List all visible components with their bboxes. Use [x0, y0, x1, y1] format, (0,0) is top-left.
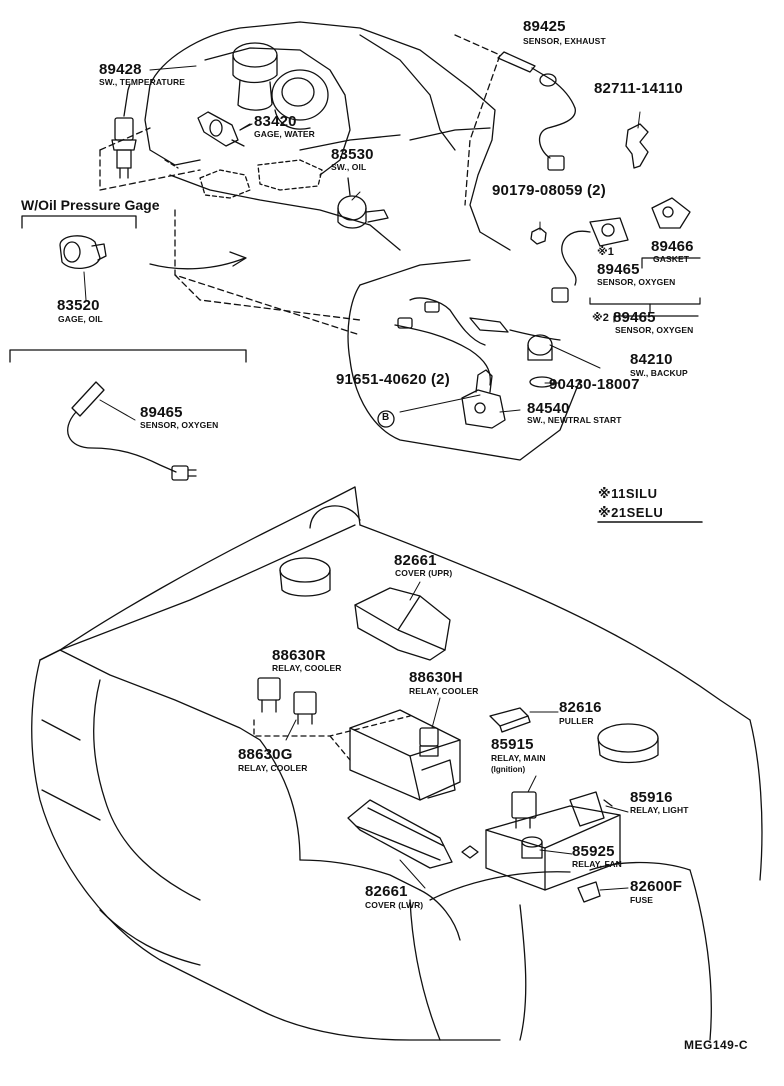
oil-pressure-gage-heading: W/Oil Pressure Gage — [21, 197, 160, 213]
part-desc-85916: RELAY, LIGHT — [630, 805, 689, 815]
part-number-82661-lower: 82661 — [365, 883, 408, 900]
part-number-88630G: 88630G — [238, 746, 293, 763]
part-number-82661-upper: 82661 — [394, 552, 437, 569]
part-desc-82661-lower: COVER (LWR) — [365, 900, 424, 910]
circle-marker-shape — [378, 411, 394, 427]
part-number-89425: 89425 — [523, 18, 566, 35]
part-number-89465-2: 89465 — [613, 309, 656, 326]
part-number-82600F: 82600F — [630, 878, 683, 895]
part-desc-89465-1: SENSOR, OXYGEN — [597, 277, 676, 287]
part-desc-89428: SW., TEMPERATURE — [99, 77, 185, 87]
upper-cover-drawing — [355, 588, 450, 660]
wiring-harness-drawing — [395, 298, 560, 387]
part-number-88630H: 88630H — [409, 669, 463, 686]
part-desc-82661-upper: COVER (UPR) — [395, 568, 453, 578]
part-number-90179-08059: 90179-08059 (2) — [492, 182, 606, 199]
part-desc-89465-3: SENSOR, OXYGEN — [140, 420, 219, 430]
part-desc-88630G: RELAY, COOLER — [238, 763, 308, 773]
part-number-84540: 84540 — [527, 400, 570, 417]
nut-drawing — [531, 228, 546, 244]
strut-towers — [280, 506, 658, 763]
clip-bracket-drawing — [626, 124, 648, 168]
part-desc-83530: SW., OIL — [331, 162, 367, 172]
engine-block-outline — [145, 22, 510, 250]
part-number-83520: 83520 — [57, 297, 100, 314]
oxygen-sensor-1-drawing — [552, 218, 628, 302]
fuse-box-drawing — [486, 806, 620, 890]
part-desc-88630R: RELAY, COOLER — [272, 663, 342, 673]
diagram-code: MEG149-C — [684, 1038, 749, 1052]
part-number-82616: 82616 — [559, 699, 602, 716]
leader-lines-upper — [84, 66, 640, 420]
part-desc-88630H: RELAY, COOLER — [409, 686, 479, 696]
part-subdesc-85915: (Ignition) — [491, 765, 526, 774]
leader-lines-lower — [286, 582, 628, 890]
relay-85915-drawing — [512, 792, 536, 828]
part-desc-82600F: FUSE — [630, 895, 654, 905]
neutral-start-switch-drawing — [462, 370, 505, 428]
car-body-outline — [32, 487, 762, 1040]
relay-88630R-drawing — [258, 678, 280, 712]
transmission-outline — [348, 260, 580, 460]
hose-dashed — [165, 160, 322, 198]
lower-cover-drawing — [348, 800, 452, 868]
part-number-88630R: 88630R — [272, 647, 326, 664]
part-number-84210: 84210 — [630, 351, 673, 368]
oil-gage-drawing — [60, 236, 106, 269]
part-desc-89465-2: SENSOR, OXYGEN — [615, 325, 694, 335]
part-desc-83520: GAGE, OIL — [58, 314, 103, 324]
part-desc-84210: SW., BACKUP — [630, 368, 688, 378]
part-number-83530: 83530 — [331, 146, 374, 163]
part-desc-83420: GAGE, WATER — [254, 129, 315, 139]
variant-marker-1: ※1 — [597, 246, 614, 258]
distributor — [272, 70, 328, 129]
relay-85925-drawing — [522, 837, 542, 858]
oxygen-sensor-bracket — [10, 350, 246, 362]
diamond-marker — [462, 846, 478, 858]
part-number-82711-14110: 82711-14110 — [594, 80, 683, 97]
part-desc-89466: GASKET — [653, 254, 690, 264]
part-desc-82616: PULLER — [559, 716, 594, 726]
part-desc-89425: SENSOR, EXHAUST — [523, 36, 606, 46]
flow-arrow — [150, 252, 246, 269]
part-desc-85915: RELAY, MAIN — [491, 753, 546, 763]
temperature-switch-frame — [100, 128, 200, 190]
part-number-89465-1: 89465 — [597, 261, 640, 278]
fuse-82600F-drawing — [578, 882, 600, 902]
puller-drawing — [490, 708, 530, 732]
part-number-85915: 85915 — [491, 736, 534, 753]
engine-dashed-leaders — [175, 35, 500, 335]
oxygen-sensor-left-drawing — [68, 382, 196, 480]
part-number-90430-18007: 90430-18007 — [549, 376, 640, 393]
variant-marker-2: ※2 — [592, 312, 609, 324]
wop-bracket — [22, 216, 136, 228]
variant-code-1: ※11SILU — [598, 486, 658, 501]
relay-block-drawing — [350, 710, 460, 800]
part-desc-85925: RELAY, FAN — [572, 859, 622, 869]
part-number-91651-40620: 91651-40620 (2) — [336, 371, 450, 388]
relay-88630G-drawing — [294, 692, 316, 724]
part-desc-84540: SW., NEWTRAL START — [527, 415, 622, 425]
part-number-85916: 85916 — [630, 789, 673, 806]
variant-code-2: ※21SELU — [598, 505, 664, 520]
part-number-89428: 89428 — [99, 61, 142, 78]
relay-dashed-frame — [254, 716, 410, 760]
sensor-group-bracket — [590, 258, 700, 320]
part-number-85925: 85925 — [572, 843, 615, 860]
exhaust-sensor-drawing — [498, 52, 575, 170]
temperature-switch-drawing — [112, 84, 136, 178]
part-number-83420: 83420 — [254, 113, 297, 130]
part-number-89465-3: 89465 — [140, 404, 183, 421]
relay-88630H-drawing — [420, 728, 438, 756]
relay-85916-drawing — [570, 792, 612, 826]
part-number-89466: 89466 — [651, 238, 694, 255]
oil-switch-drawing — [338, 178, 388, 228]
circle-marker-letter: B — [382, 412, 390, 423]
oil-filler-cap — [233, 43, 277, 110]
gasket-drawing — [652, 198, 690, 228]
